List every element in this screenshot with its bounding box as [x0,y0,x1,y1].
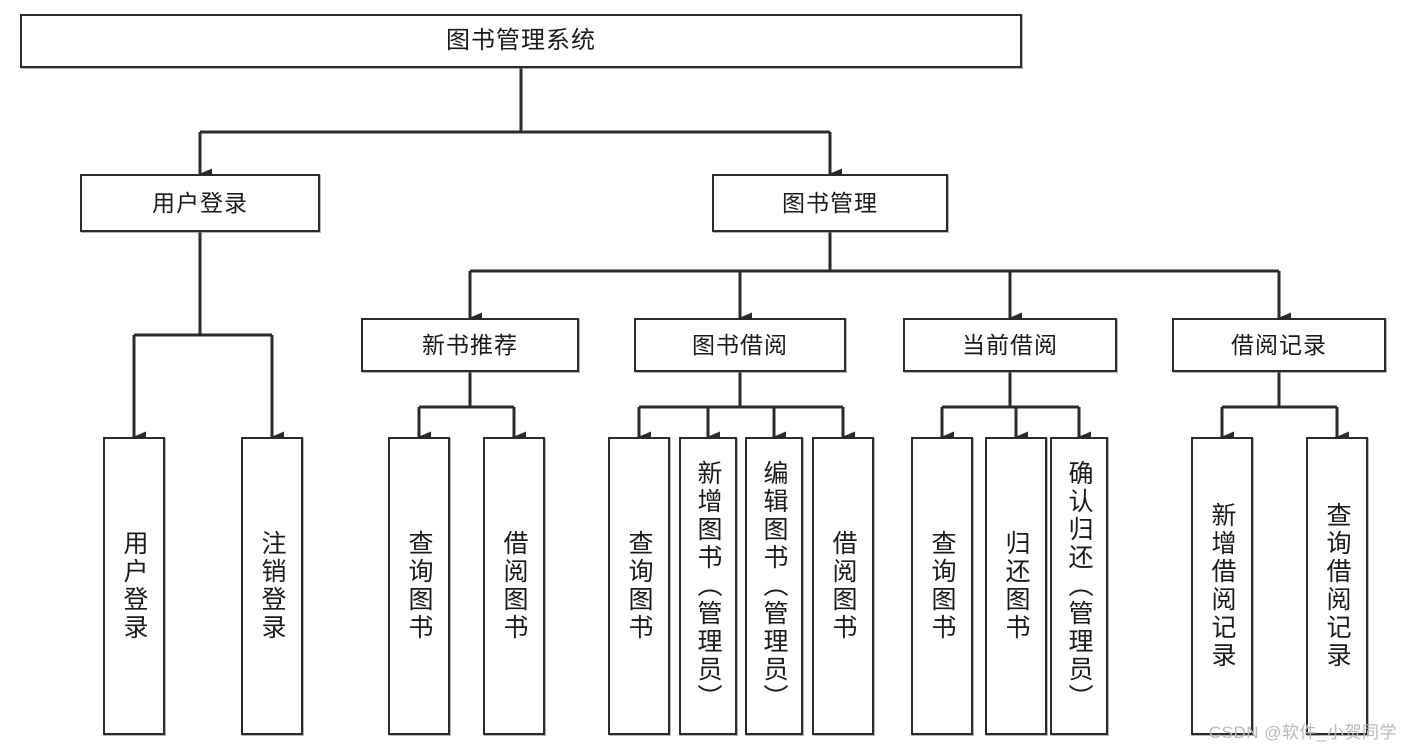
node-edit-book-admin[interactable]: 编辑图书（管理员） [745,437,803,735]
node-query-book-3-label: 查询图书 [928,530,956,642]
node-borrow-record-label: 借阅记录 [1231,331,1327,358]
node-user-login[interactable]: 用户登录 [80,174,320,232]
node-query-book-3[interactable]: 查询图书 [911,437,973,735]
node-query-borrow-record[interactable]: 查询借阅记录 [1306,437,1368,735]
node-confirm-return-admin[interactable]: 确认归还（管理员） [1050,437,1108,735]
watermark-text: CSDN @软件_小贺同学 [1208,723,1397,742]
node-root[interactable]: 图书管理系统 [20,14,1022,68]
node-current-borrow[interactable]: 当前借阅 [903,318,1117,372]
node-borrow-book-1[interactable]: 借阅图书 [483,437,545,735]
node-user-login-label: 用户登录 [120,530,148,642]
node-return-book[interactable]: 归还图书 [985,437,1047,735]
node-book-borrow[interactable]: 图书借阅 [634,318,846,372]
node-root-label: 图书管理系统 [446,27,596,55]
node-query-book-2[interactable]: 查询图书 [608,437,670,735]
node-query-book-2-label: 查询图书 [625,530,653,642]
node-user-logout-label: 注销登录 [258,530,286,642]
node-book-borrow-label: 图书借阅 [692,331,788,358]
node-query-book-1-label: 查询图书 [405,530,433,642]
node-borrow-record[interactable]: 借阅记录 [1172,318,1386,372]
node-current-borrow-label: 当前借阅 [962,331,1058,358]
node-user-login-label: 用户登录 [152,189,248,216]
node-confirm-return-admin-label: 确认归还（管理员） [1065,460,1093,712]
node-return-book-label: 归还图书 [1002,530,1030,642]
node-book-manage-label: 图书管理 [782,189,878,216]
node-borrow-book-2-label: 借阅图书 [829,530,857,642]
node-add-borrow-record-label: 新增借阅记录 [1208,502,1236,670]
node-query-book-1[interactable]: 查询图书 [388,437,450,735]
node-new-book-recommend-label: 新书推荐 [422,331,518,358]
node-borrow-book-2[interactable]: 借阅图书 [812,437,874,735]
node-add-book-admin-label: 新增图书（管理员） [694,460,722,712]
node-edit-book-admin-label: 编辑图书（管理员） [760,460,788,712]
node-add-borrow-record[interactable]: 新增借阅记录 [1191,437,1253,735]
node-new-book-recommend[interactable]: 新书推荐 [361,318,579,372]
node-add-book-admin[interactable]: 新增图书（管理员） [679,437,737,735]
node-user-logout[interactable]: 注销登录 [241,437,303,735]
node-borrow-book-1-label: 借阅图书 [500,530,528,642]
node-user-login[interactable]: 用户登录 [103,437,165,735]
node-book-manage[interactable]: 图书管理 [712,174,948,232]
node-query-borrow-record-label: 查询借阅记录 [1323,502,1351,670]
